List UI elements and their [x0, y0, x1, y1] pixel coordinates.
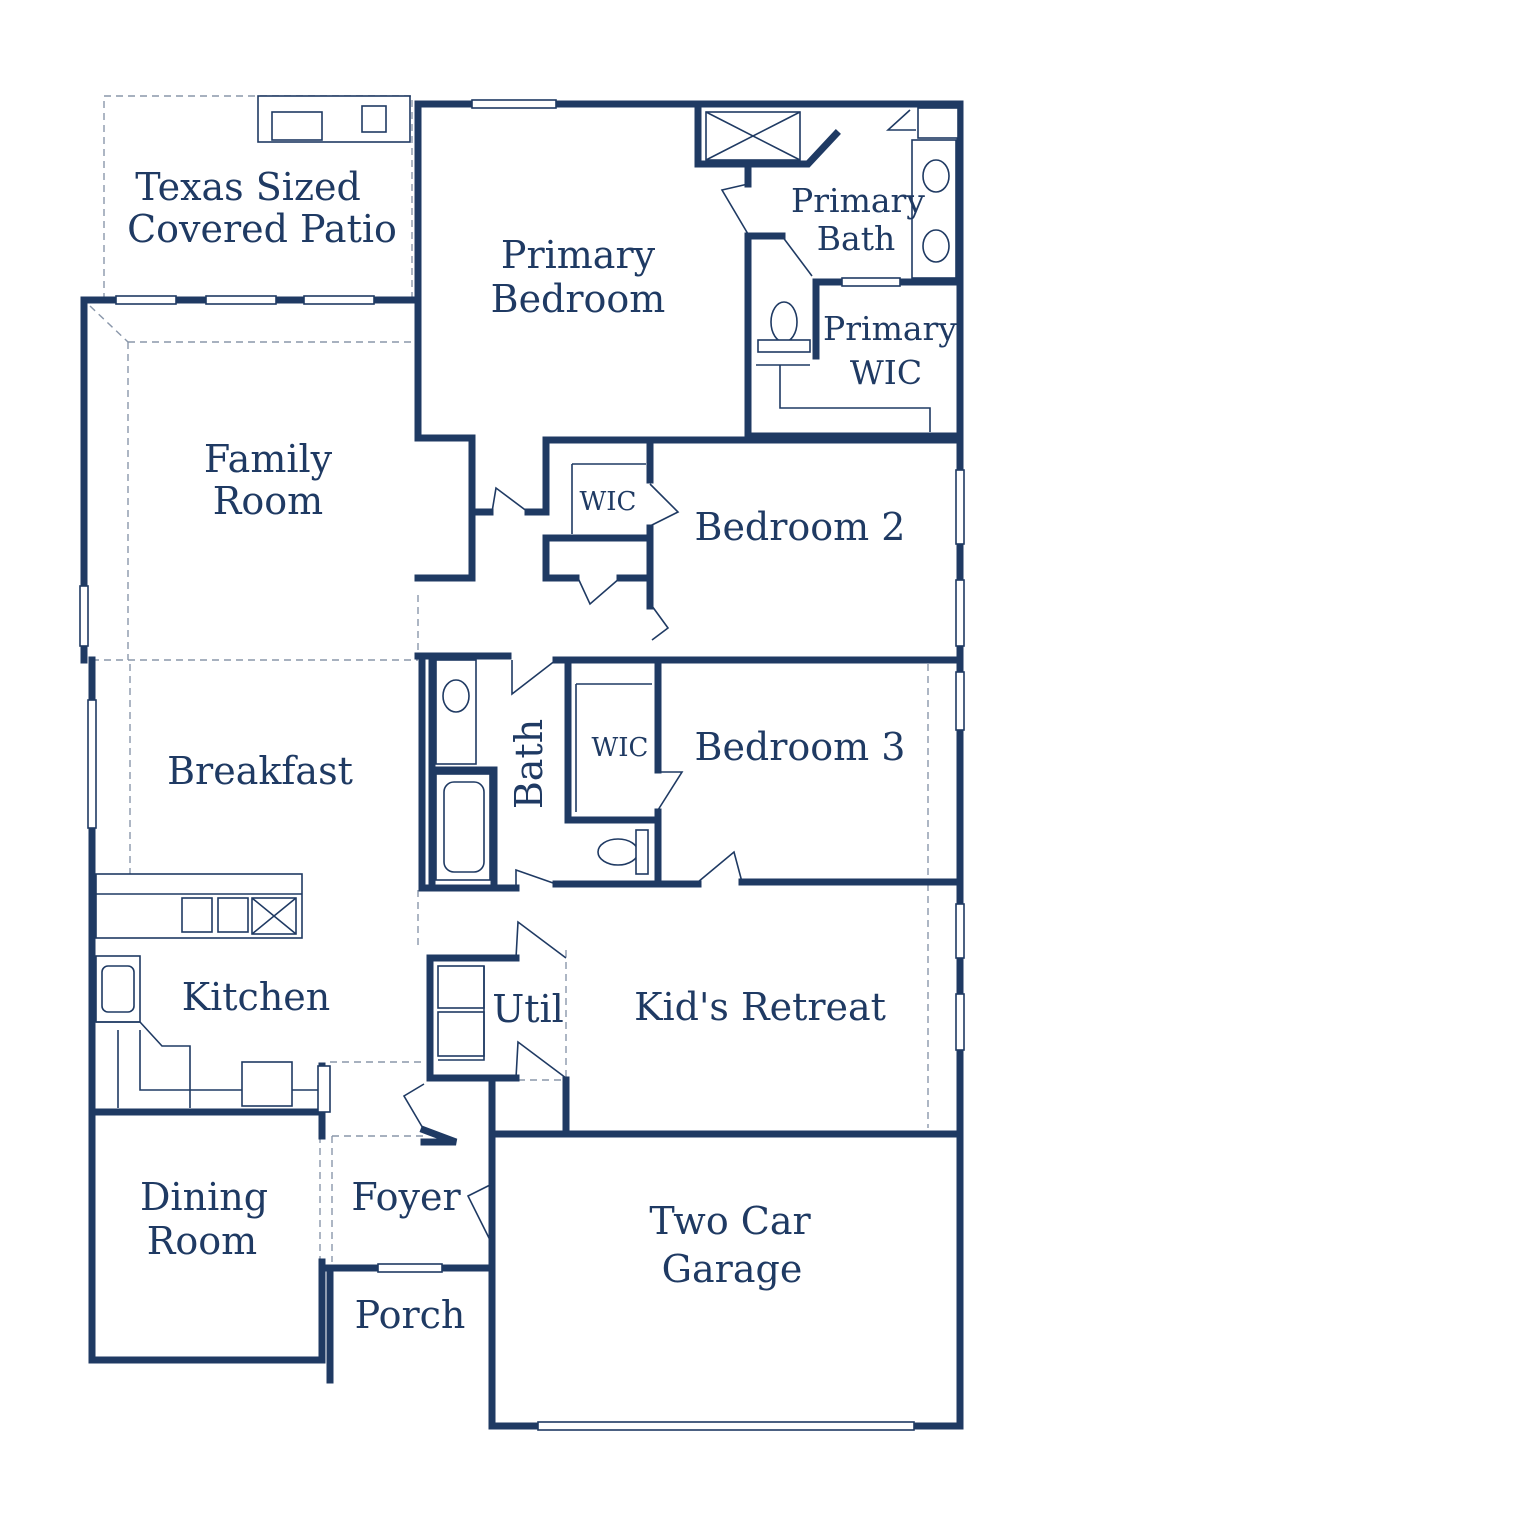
window	[79, 585, 89, 647]
door	[511, 659, 557, 696]
util-label: Util	[492, 987, 564, 1031]
patio-label-line1: Texas Sized	[135, 165, 361, 209]
primary-bedroom-label-line1: Primary	[501, 233, 656, 277]
door	[402, 1083, 425, 1131]
fixtures	[95, 95, 959, 1113]
toilet	[770, 301, 798, 343]
bedroom-3-label: Bedroom 3	[695, 725, 906, 769]
door	[720, 183, 749, 235]
window	[955, 671, 965, 731]
door	[577, 577, 621, 606]
sink	[361, 105, 387, 133]
door	[885, 109, 916, 131]
wic-2-label: WIC	[592, 733, 649, 763]
door	[515, 920, 567, 959]
window	[955, 579, 965, 647]
washer	[437, 965, 485, 1009]
window	[205, 295, 277, 305]
window	[955, 469, 965, 545]
window	[87, 699, 97, 829]
room-labels: Texas Sized Covered Patio Primary Bedroo…	[127, 165, 957, 1337]
window	[955, 903, 965, 959]
primary-bath-label-line2: Bath	[817, 219, 895, 258]
windows	[79, 99, 965, 1431]
garage-label-line2: Garage	[662, 1247, 803, 1291]
dashed-boundaries	[89, 95, 931, 1262]
window	[841, 277, 901, 287]
toilet-tank	[635, 829, 649, 875]
wic-1-label: WIC	[580, 487, 637, 517]
window	[955, 993, 965, 1051]
linen	[917, 107, 959, 139]
kids-retreat-label: Kid's Retreat	[634, 985, 886, 1029]
bedroom-2-label: Bedroom 2	[695, 505, 906, 549]
window	[303, 295, 375, 305]
door	[649, 483, 680, 527]
door	[651, 605, 670, 641]
garage-door	[537, 1421, 915, 1431]
primary-bedroom-label-line2: Bedroom	[491, 277, 666, 321]
family-room-label-line1: Family	[204, 437, 333, 481]
kitchen-label: Kitchen	[182, 975, 331, 1019]
pantry	[317, 1065, 331, 1113]
primary-wic-label-line2: WIC	[850, 353, 922, 392]
vanity	[435, 659, 477, 765]
breakfast-label: Breakfast	[167, 749, 353, 793]
door	[781, 235, 813, 277]
window	[471, 99, 557, 109]
door	[466, 1183, 493, 1245]
window	[377, 1263, 443, 1273]
grill	[271, 111, 323, 141]
sink	[442, 679, 470, 713]
dining-room-label-line1: Dining	[140, 1175, 268, 1219]
dryer	[437, 1011, 485, 1057]
patio-label-line2: Covered Patio	[127, 207, 397, 251]
door	[491, 486, 529, 513]
range-top	[101, 965, 135, 1013]
dining-room-label-line2: Room	[147, 1219, 257, 1263]
sink	[217, 897, 249, 933]
toilet-tank	[757, 339, 811, 353]
door	[515, 868, 557, 888]
family-room-label-line2: Room	[213, 479, 323, 523]
primary-bath-label-line1: Primary	[791, 181, 925, 220]
primary-wic-label-line1: Primary	[823, 309, 957, 348]
sink	[922, 229, 950, 263]
foyer-label: Foyer	[351, 1175, 461, 1219]
garage-label-line1: Two Car	[649, 1199, 811, 1243]
door	[657, 771, 684, 811]
dishwasher	[181, 897, 213, 933]
sink	[922, 159, 950, 193]
toilet	[597, 838, 639, 866]
refrigerator	[241, 1061, 293, 1107]
window	[115, 295, 177, 305]
bath-label: Bath	[507, 719, 551, 809]
door	[515, 1040, 567, 1079]
tub-basin	[443, 781, 485, 873]
porch-label: Porch	[355, 1293, 466, 1337]
door	[697, 850, 743, 883]
doors	[402, 109, 916, 1245]
